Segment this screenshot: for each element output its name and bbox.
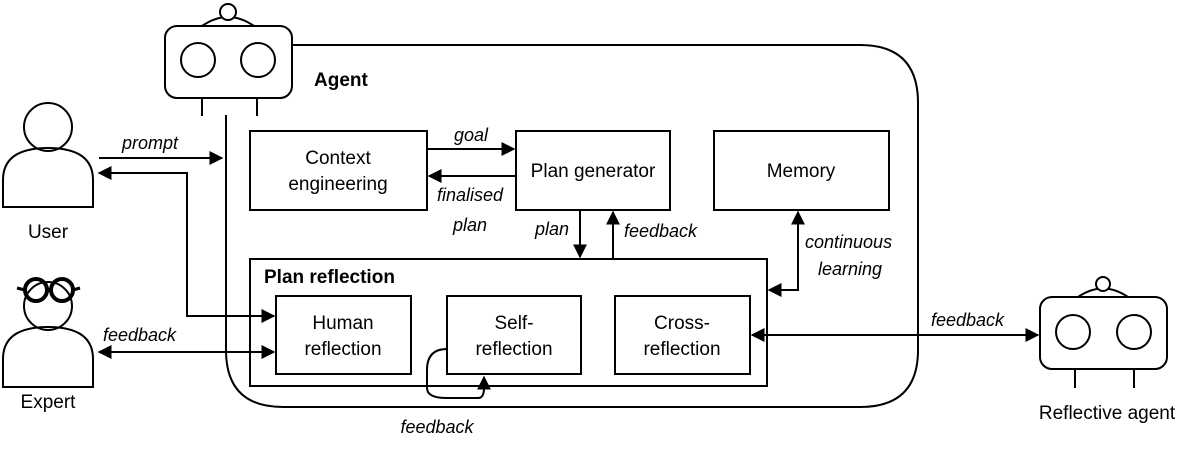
expert-feedback-label: feedback bbox=[103, 325, 177, 345]
plan-reflection-title: Plan reflection bbox=[264, 267, 395, 288]
finalised-plan-label-1: finalised bbox=[437, 185, 504, 205]
expert-icon bbox=[2, 277, 94, 388]
plan-generator-label: Plan generator bbox=[531, 161, 656, 182]
plan-generator-feedback-label: feedback bbox=[624, 221, 698, 241]
memory-label: Memory bbox=[767, 161, 836, 182]
human-reflection-label-1: Human bbox=[312, 313, 373, 334]
reflective-agent-feedback-label: feedback bbox=[931, 310, 1005, 330]
reflective-agent-label: Reflective agent bbox=[1039, 403, 1176, 424]
context-engineering-label-1: Context bbox=[305, 148, 371, 169]
plan-label: plan bbox=[534, 219, 569, 239]
agent-container bbox=[225, 44, 919, 408]
memory-box: Memory bbox=[713, 130, 890, 211]
continuous-learning-label-2: learning bbox=[818, 259, 882, 279]
expert-label: Expert bbox=[21, 392, 77, 413]
cross-reflection-label-2: reflection bbox=[643, 339, 720, 360]
context-engineering-label-2: engineering bbox=[288, 174, 387, 195]
user-label: User bbox=[28, 222, 69, 243]
user-icon bbox=[2, 102, 94, 208]
finalised-plan-label-2: plan bbox=[452, 215, 487, 235]
continuous-learning-label-1: continuous bbox=[805, 232, 892, 252]
self-reflection-label-2: reflection bbox=[475, 339, 552, 360]
prompt-label: prompt bbox=[121, 133, 179, 153]
self-reflection-label-1: Self- bbox=[494, 313, 533, 334]
self-reflection-box: Self- reflection bbox=[446, 295, 582, 375]
human-reflection-label-2: reflection bbox=[304, 339, 381, 360]
reflective-agent-icon bbox=[1039, 276, 1168, 388]
goal-label: goal bbox=[454, 125, 489, 145]
continuous-learning-arrow bbox=[767, 210, 805, 297]
self-feedback-loop bbox=[426, 348, 491, 399]
cross-reflection-label-1: Cross- bbox=[654, 313, 710, 334]
cross-reflection-box: Cross- reflection bbox=[614, 295, 751, 375]
user-human-reflection-arrow bbox=[97, 166, 276, 323]
agent-title: Agent bbox=[314, 70, 369, 91]
agent-robot-icon bbox=[164, 3, 293, 116]
self-feedback-label: feedback bbox=[400, 417, 474, 437]
plan-generator-box: Plan generator bbox=[515, 130, 671, 211]
human-reflection-box: Human reflection bbox=[275, 295, 412, 375]
context-engineering-box: Context engineering bbox=[249, 130, 428, 211]
